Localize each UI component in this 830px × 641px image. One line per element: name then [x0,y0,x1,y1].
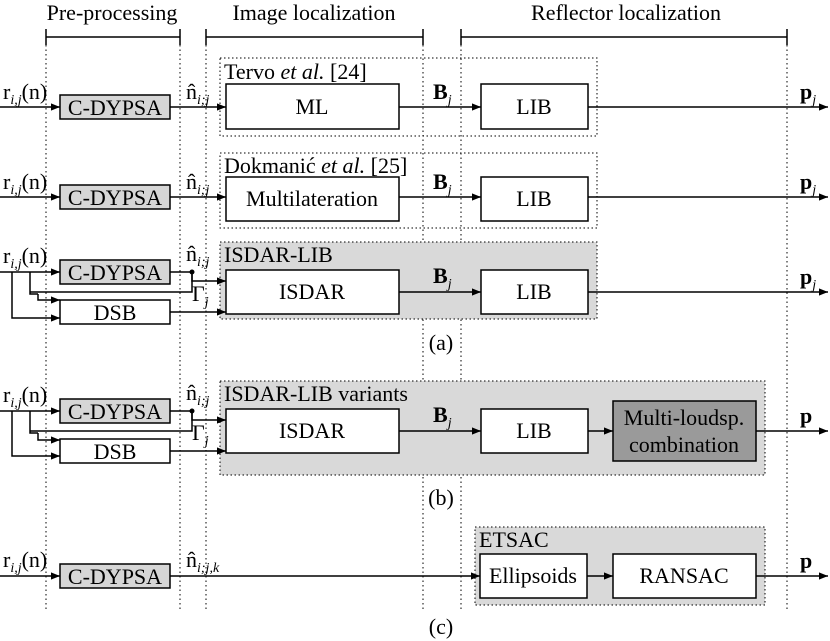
c-dypsa-label: C-DYPSA [68,185,162,210]
input-signal: ri,j(n) [3,79,47,108]
output-label: p [800,403,812,428]
isdar-label: ISDAR [279,279,345,304]
c-dypsa-label: C-DYPSA [68,260,162,285]
caption-a: (a) [429,330,453,355]
header-preprocessing: Pre-processing [47,0,178,25]
gamma-label: Γj [192,420,209,449]
nhat-label: n̂i;j [186,169,210,198]
header-reflector-localization: Reflector localization [531,0,721,25]
lib-label: LIB [516,279,551,304]
ellipsoids-block [479,553,588,599]
ransac-label: RANSAC [639,563,728,588]
c-dypsa-block [59,563,171,589]
output-label: pj [800,264,816,293]
row-isdar-lib: ri,j(n) C-DYPSA DSB n̂i;j Γj ISDAR-LIB I… [0,241,828,355]
group-title-etsac: ETSAC [479,527,549,552]
c-dypsa-block [59,398,171,424]
input-signal: ri,j(n) [3,243,47,272]
combination-label-line1: Multi-loudsp. [624,405,744,430]
nhat-label: n̂i;j,k [186,547,220,576]
vertical-guides [45,45,788,612]
group-tervo [219,57,598,137]
b-label: Bj [433,169,452,198]
input-signal: ri,j(n) [3,382,47,411]
dsb-label: DSB [94,300,137,325]
caption-b: (b) [428,485,454,510]
c-dypsa-label: C-DYPSA [68,399,162,424]
header-image-localization: Image localization [232,0,395,25]
b-label: Bj [433,79,452,108]
multilateration-label: Multilateration [246,186,378,211]
nhat-label: n̂i;j [186,380,210,409]
dsb-label: DSB [94,439,137,464]
group-title-tervo: Tervo et al. [24] [224,59,367,84]
output-label: pj [800,169,816,198]
row-tervo: ri,j(n) C-DYPSA n̂i;j Tervo et al. [24] … [0,59,828,130]
b-label: Bj [433,402,452,431]
isdar-block [225,408,400,454]
lib-label: LIB [516,418,551,443]
header-brackets [45,29,788,45]
group-title-variants: ISDAR-LIB variants [224,381,408,406]
c-dypsa-label: C-DYPSA [68,564,162,589]
combination-label-line2: combination [629,432,739,457]
group-dokmanic [219,152,598,229]
lib-block [480,408,589,454]
gamma-label: Γj [192,281,209,310]
group-title-dokmanic: Dokmanić et al. [25] [224,153,407,178]
b-label: Bj [433,263,452,292]
nhat-label: n̂i;j [186,241,210,270]
c-dypsa-label: C-DYPSA [68,95,162,120]
row-isdar-lib-variants: ri,j(n) C-DYPSA DSB n̂i;j Γj ISDAR-LIB v… [0,380,828,510]
input-signal: ri,j(n) [3,169,47,198]
nhat-label: n̂i;j [186,79,210,108]
multilateration-block [225,176,400,222]
row-etsac: ri,j(n) C-DYPSA n̂i;j,k ETSAC Ellipsoids… [0,527,828,639]
caption-c: (c) [429,614,453,639]
isdar-label: ISDAR [279,418,345,443]
lib-label: LIB [516,94,551,119]
ellipsoids-label: Ellipsoids [489,563,577,588]
output-label: p [800,548,812,573]
output-label: pj [800,79,816,108]
ml-label: ML [296,94,329,119]
lib-block [480,176,589,222]
lib-block [480,83,589,130]
row-dokmanic: ri,j(n) C-DYPSA n̂i;j Dokmanić et al. [2… [0,153,828,222]
input-signal: ri,j(n) [3,547,47,576]
lib-label: LIB [516,186,551,211]
ransac-block [612,553,757,599]
dsb-block [59,299,171,325]
group-title-isdar-lib: ISDAR-LIB [224,242,333,267]
